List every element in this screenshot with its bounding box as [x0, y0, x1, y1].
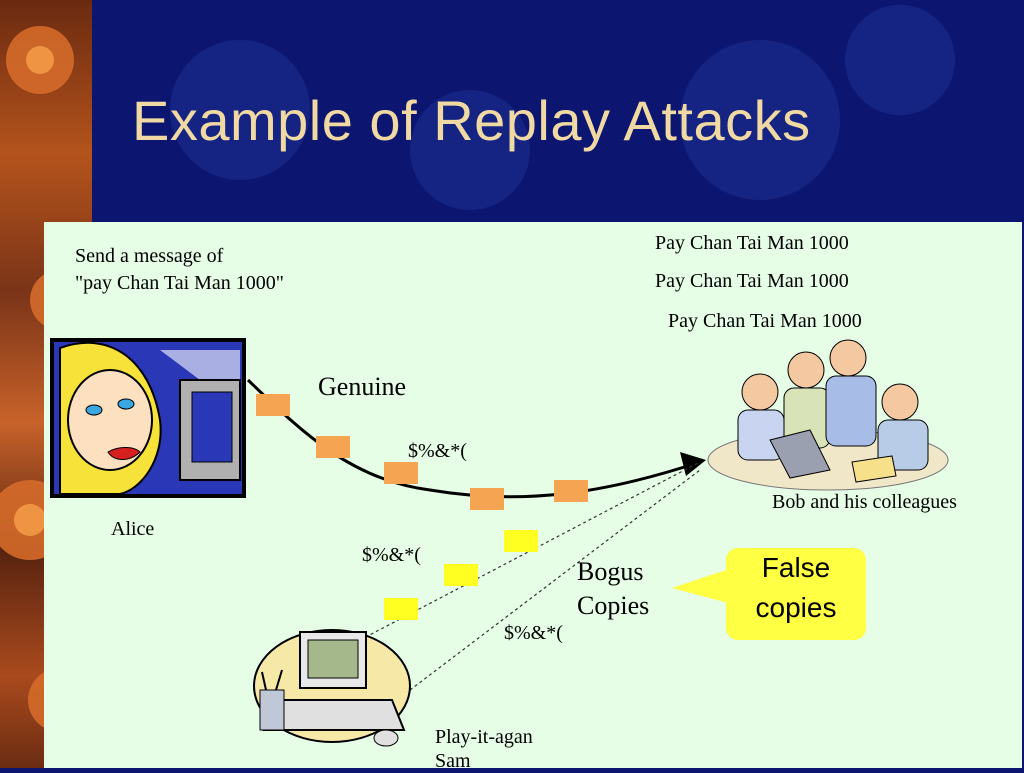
false-copies-callout — [672, 548, 866, 640]
bogus-packet — [384, 598, 418, 620]
attacker-label-line2: Sam — [435, 750, 471, 772]
alice-message-line1: Send a message of — [75, 245, 224, 267]
genuine-packet — [316, 436, 350, 458]
bob-label: Bob and his colleagues — [772, 491, 957, 513]
cipher-text-top: $%&*( — [408, 440, 467, 462]
genuine-path — [246, 378, 701, 499]
genuine-packet — [256, 394, 290, 416]
cipher-text-mid: $%&*( — [362, 544, 421, 566]
slide-title: Example of Replay Attacks — [132, 89, 811, 152]
received-message-1: Pay Chan Tai Man 1000 — [655, 232, 849, 254]
bogus-packet — [504, 530, 538, 552]
bogus-label-line2: Copies — [577, 591, 650, 620]
bob-colleagues-picture — [707, 339, 949, 491]
bogus-path — [359, 461, 701, 641]
genuine-packet — [384, 462, 418, 484]
genuine-packet — [554, 480, 588, 502]
arrow-head — [680, 452, 706, 476]
callout-text: False copies — [726, 548, 866, 628]
bogus-path-2 — [409, 469, 701, 691]
alice-picture — [50, 338, 246, 498]
callout-line1: False — [761, 552, 831, 583]
received-message-2: Pay Chan Tai Man 1000 — [655, 270, 849, 292]
alice-message-line2: "pay Chan Tai Man 1000" — [75, 272, 284, 294]
genuine-label: Genuine — [318, 372, 407, 401]
attacker-computer-picture — [253, 629, 411, 747]
bogus-packet — [444, 564, 478, 586]
bogus-label-line1: Bogus — [577, 557, 644, 586]
cipher-text-bottom: $%&*( — [504, 622, 563, 644]
attacker-label-line1: Play-it-agan — [435, 726, 533, 748]
genuine-packet — [470, 488, 504, 510]
callout-line2: copies — [755, 592, 837, 623]
received-message-3: Pay Chan Tai Man 1000 — [668, 310, 862, 332]
alice-label: Alice — [111, 518, 155, 540]
